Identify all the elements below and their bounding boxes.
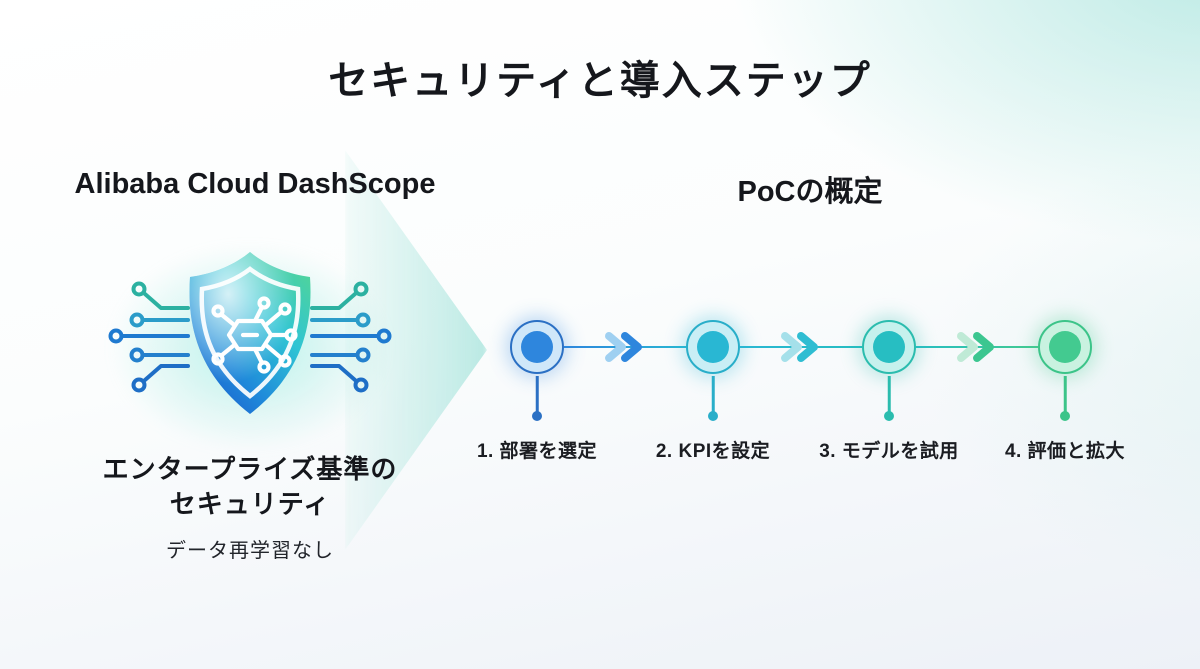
step-connector-3-4 [916,329,1038,365]
left-heading: Alibaba Cloud DashScope [74,168,436,200]
step-node-core [873,331,905,363]
double-chevron-icon [781,332,818,362]
step-tick-dot [532,411,542,421]
caption-line-2: セキュリティ [169,489,331,519]
poc-step-4: 4. 評価と拡大 [977,320,1153,466]
double-chevron-icon [605,332,642,362]
step-tick-line [535,376,539,412]
step-label: 3. モデルを試用 [819,441,959,462]
step-node-core [697,331,729,363]
step-tick-line [887,376,891,412]
step-node [862,320,916,374]
step-tick-dot [1060,411,1070,421]
shield-circuit-icon [108,252,392,414]
circuit-traces-left [108,281,190,393]
right-heading: PoCの概定 [737,176,883,208]
step-tick-line [711,376,715,412]
page-title: セキュリティと導入ステップ [328,59,872,103]
caption-line-1: エンタープライズ基準の [102,454,398,484]
step-tick-line [1063,376,1067,412]
step-node-core [521,331,553,363]
poc-step-1: 1. 部署を選定 [449,320,625,466]
double-chevron-icon [957,332,994,362]
step-node [1038,320,1092,374]
circuit-traces-right [310,281,392,393]
step-label: 4. 評価と拡大 [1004,441,1126,462]
step-label: 2. KPIを設定 [655,441,771,462]
step-node-core [1049,331,1081,363]
step-connector-2-3 [740,329,862,365]
no-retraining-note: データ再学習なし [166,540,334,562]
poc-step-3: 3. モデルを試用 [801,320,977,466]
poc-step-2: 2. KPIを設定 [625,320,801,466]
step-connector-1-2 [564,329,686,365]
enterprise-security-caption: エンタープライズ基準の セキュリティ [50,452,450,522]
step-tick-dot [884,411,894,421]
shield-inner-outline [199,266,301,399]
network-node-icon [211,296,298,374]
step-node [510,320,564,374]
step-tick-dot [708,411,718,421]
step-node [686,320,740,374]
step-label: 1. 部署を選定 [476,441,598,462]
